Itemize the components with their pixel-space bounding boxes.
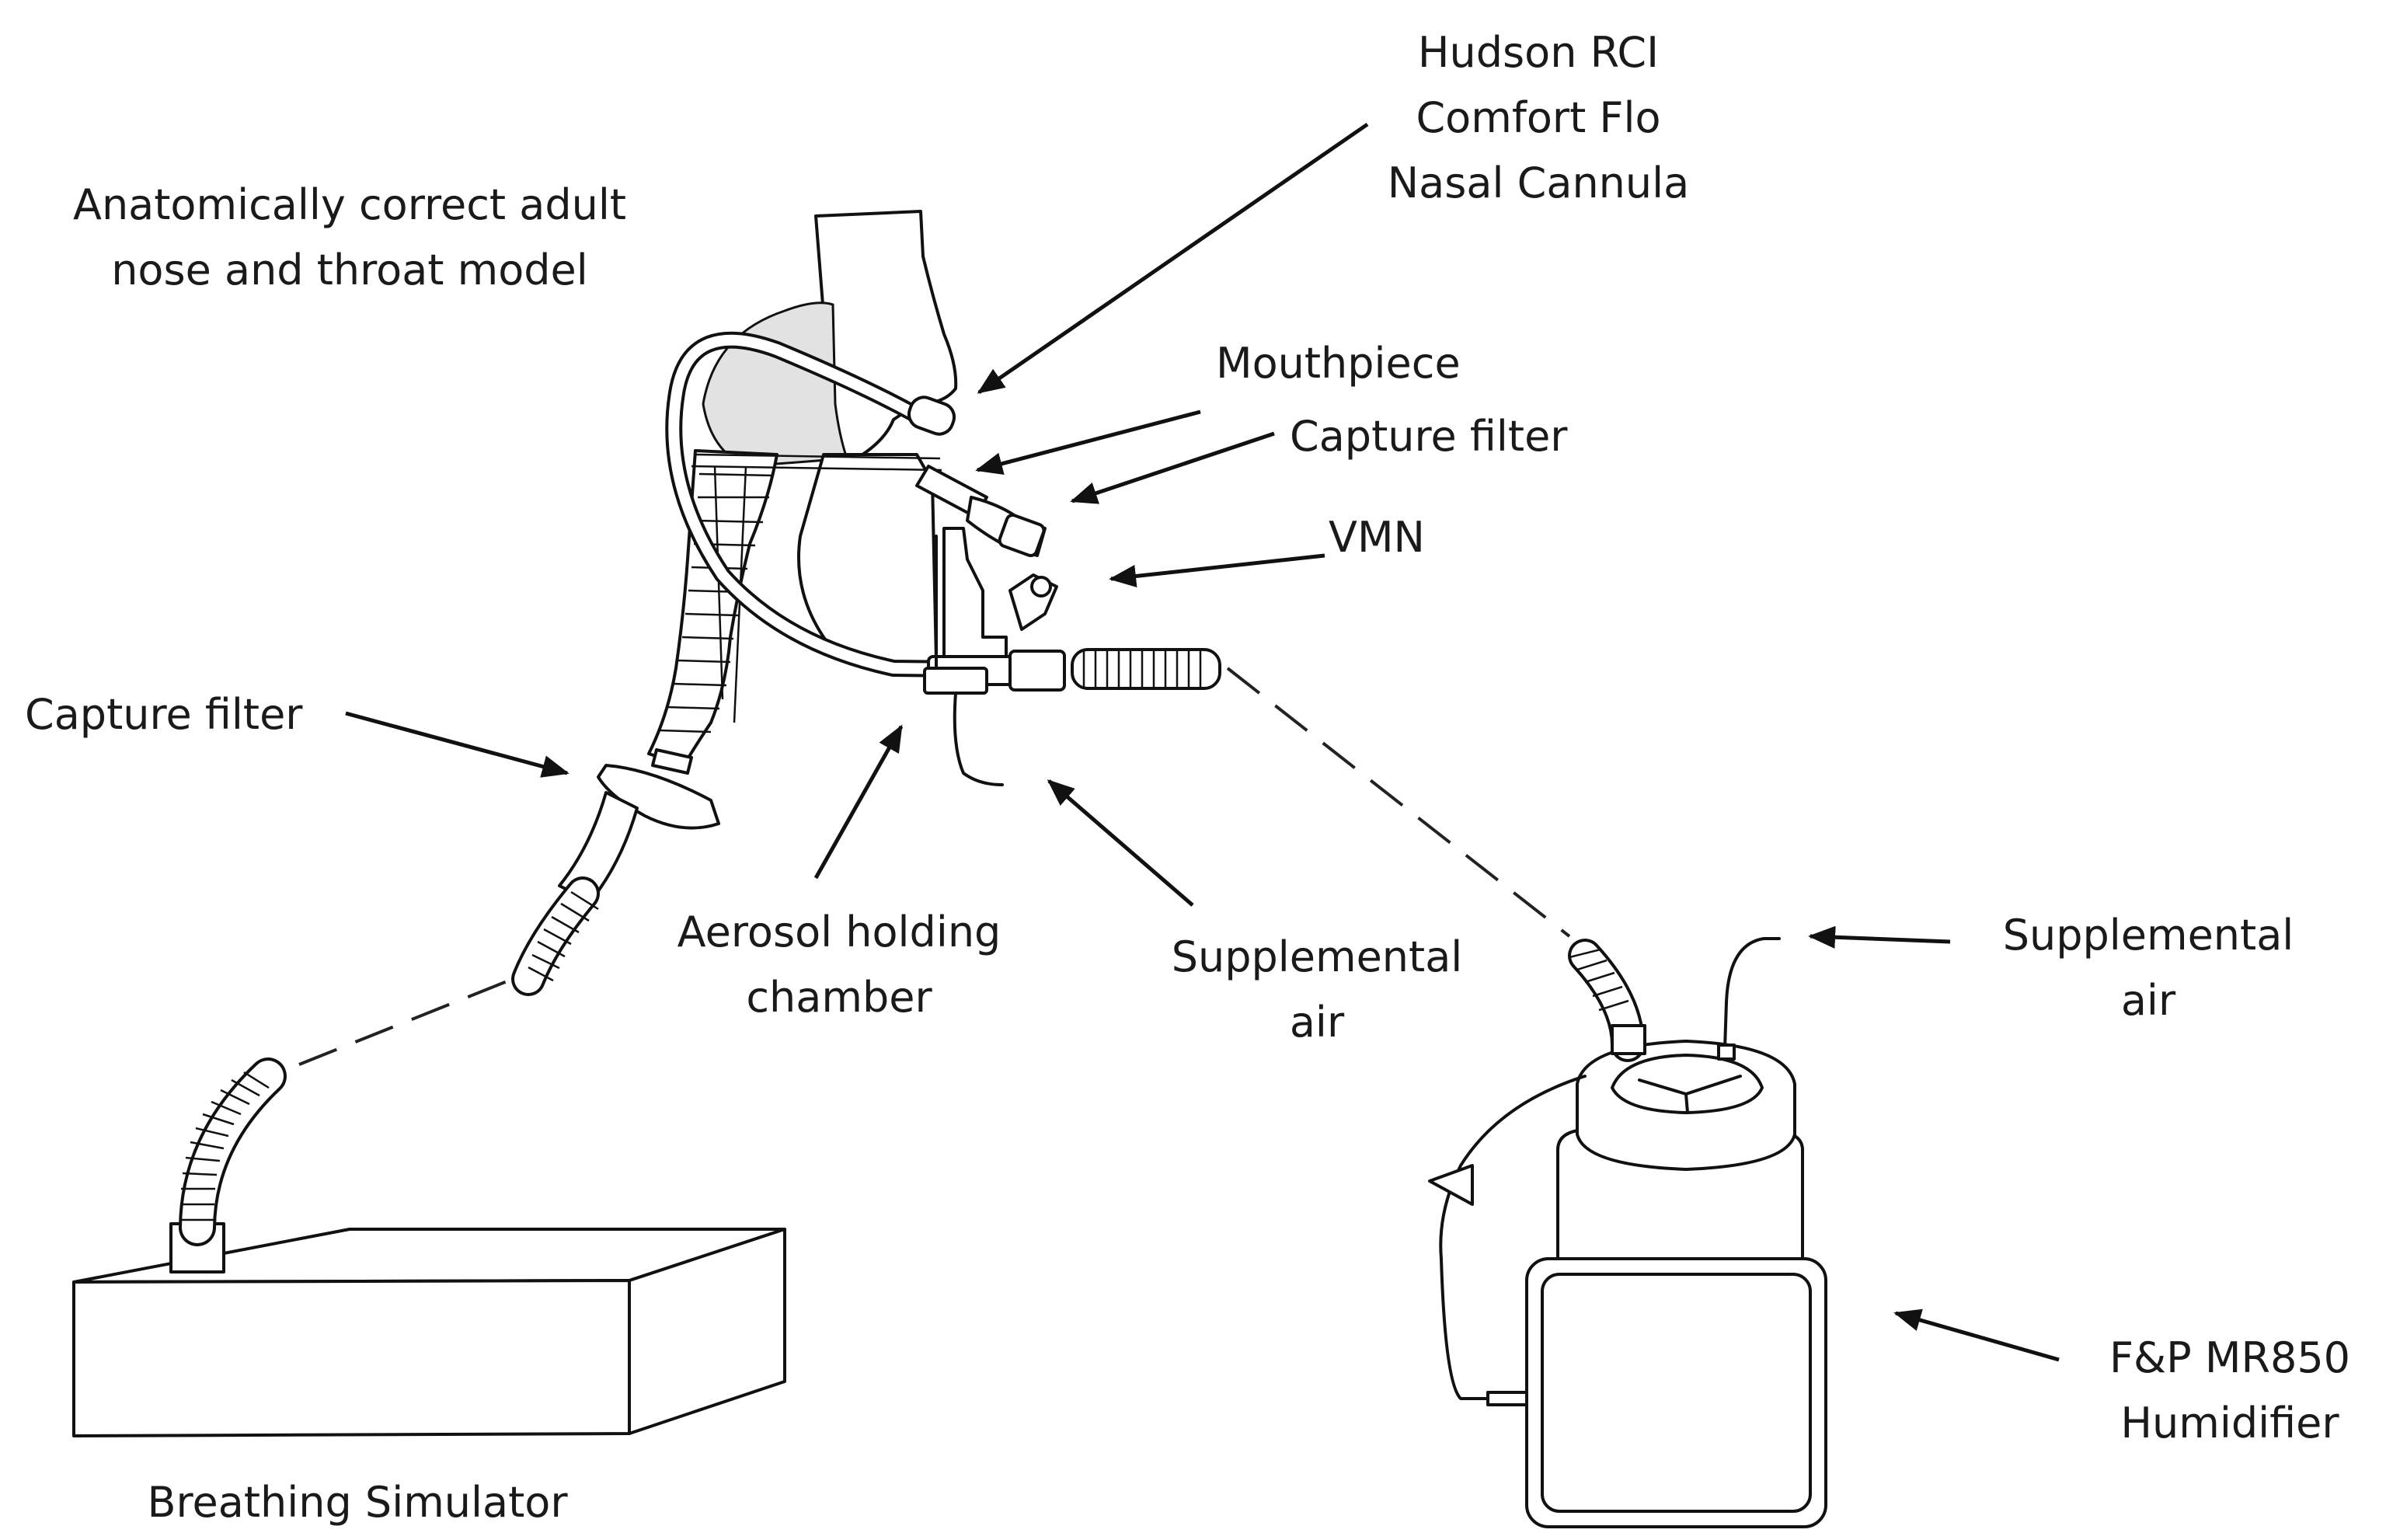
arrow-supplemental-air-right [1808, 925, 1951, 949]
label-mouthpiece: Mouthpiece [1216, 339, 1461, 388]
lower-capture-filter-illustration [511, 748, 720, 996]
arrow-aerosol-chamber [813, 724, 904, 880]
arrow-nasal-cannula [977, 122, 1369, 395]
label-capture-filter-lower: Capture filter [25, 690, 303, 739]
dashed-line-simulator [298, 977, 514, 1066]
breathing-simulator-illustration [72, 1057, 786, 1437]
label-vmn: VMN [1329, 513, 1425, 562]
dashed-line-humidifier [1226, 667, 1571, 938]
humidifier-illustration [1428, 937, 1827, 1528]
arrow-vmn [1109, 553, 1325, 588]
arrow-mouthpiece [975, 409, 1201, 475]
label-humidifier: F&P MR850 Humidifier [2109, 1333, 2351, 1448]
nose-throat-model-illustration [647, 210, 958, 767]
label-nose-throat-model: Anatomically correct adult nose and thro… [73, 180, 626, 294]
mouthpiece-filter-vmn-illustration [915, 465, 1058, 786]
label-aerosol-chamber: Aerosol holding chamber [677, 908, 1001, 1022]
arrow-supplemental-air-center [1047, 779, 1194, 907]
label-supplemental-air-right: Supplemental air [2002, 911, 2294, 1025]
label-capture-filter-upper: Capture filter [1290, 412, 1568, 461]
label-supplemental-air-center: Supplemental air [1171, 932, 1463, 1047]
corrugated-tube-vmn [1071, 648, 1221, 690]
label-breathing-simulator: Breathing Simulator [147, 1478, 568, 1527]
arrow-capture-filter-lower [345, 711, 570, 778]
arrow-capture-filter-upper [1070, 431, 1275, 504]
label-nasal-cannula: Hudson RCI Comfort Flo Nasal Cannula [1387, 28, 1690, 207]
arrow-humidifier [1893, 1308, 2060, 1362]
